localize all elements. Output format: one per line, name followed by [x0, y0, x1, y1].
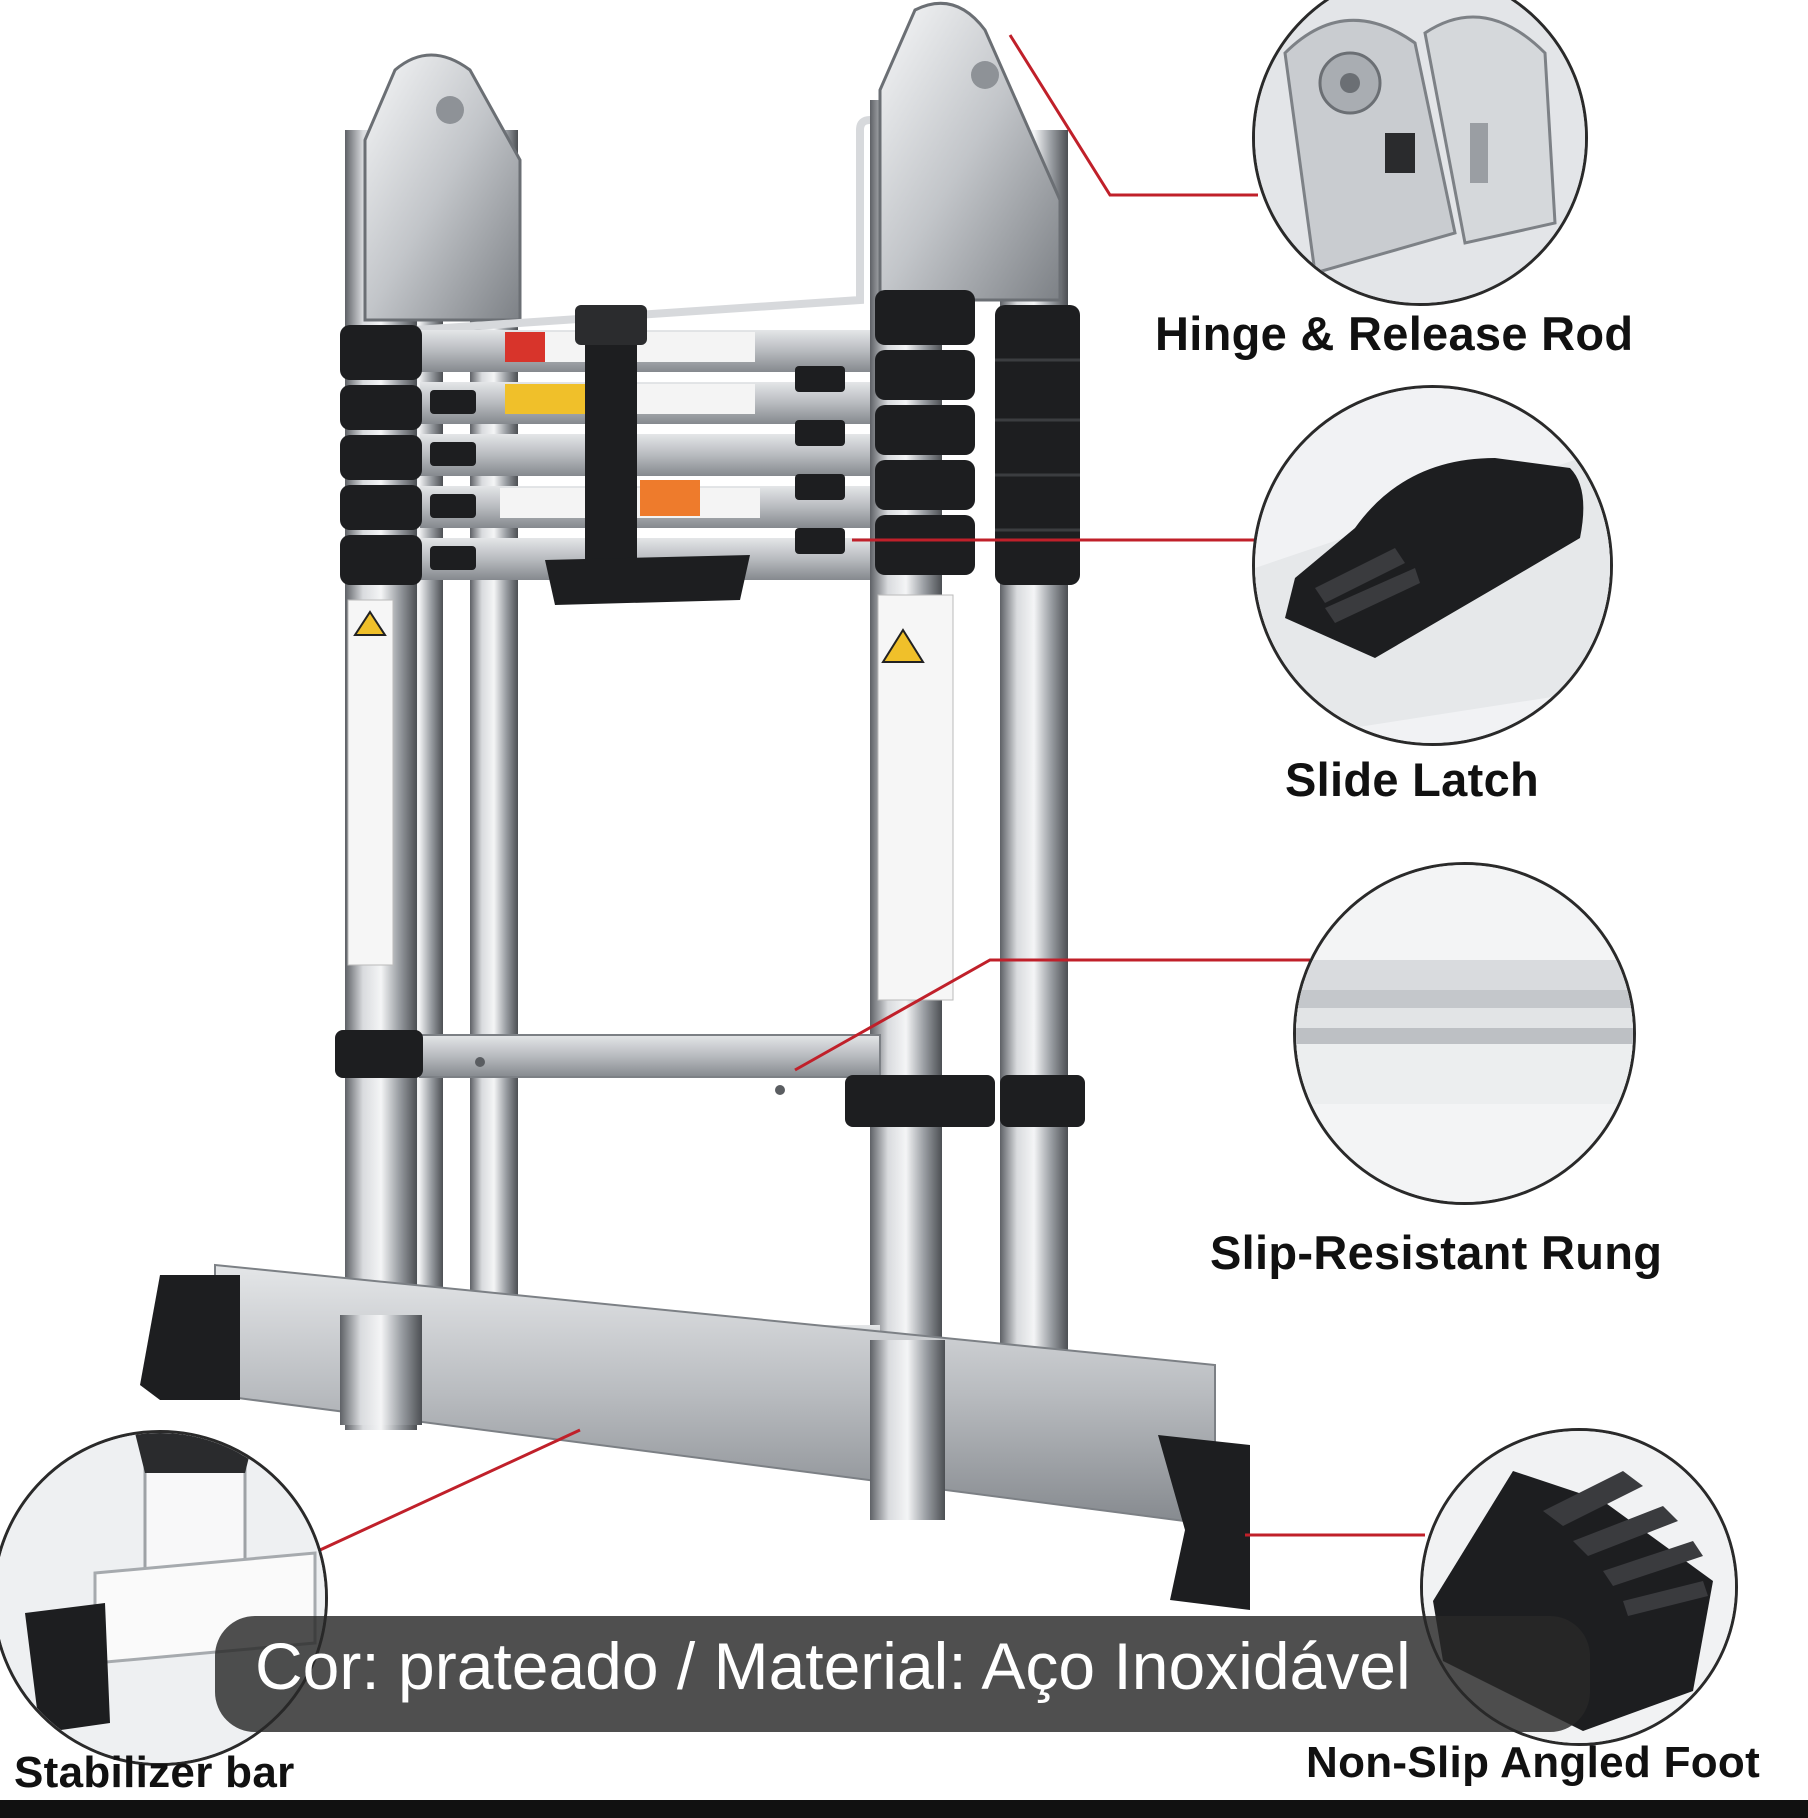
latch-icon [1255, 388, 1610, 743]
caption-bar [215, 1616, 1590, 1732]
hinge-icon [1255, 0, 1585, 303]
bottom-strip [0, 1800, 1808, 1818]
foot-label: Non-Slip Angled Foot [1306, 1738, 1761, 1787]
stabilizer-label: Stabilizer bar [14, 1748, 295, 1797]
rung-icon [1296, 865, 1633, 1202]
stabilizer-callout [0, 1430, 328, 1766]
latch-label: Slide Latch [1285, 753, 1540, 806]
caption-text: Cor: prateado / Material: Aço Inoxidável [255, 1629, 1411, 1703]
foot-callout [1420, 1428, 1738, 1746]
hinge-callout [1252, 0, 1588, 306]
rung-callout [1293, 862, 1636, 1205]
hinge-label: Hinge & Release Rod [1155, 307, 1634, 360]
stabilizer-icon [0, 1433, 325, 1763]
upper-rungs [340, 290, 1080, 605]
rung-label: Slip-Resistant Rung [1210, 1226, 1663, 1279]
leader-lines [319, 34, 1425, 1552]
latch-callout [1252, 385, 1613, 746]
